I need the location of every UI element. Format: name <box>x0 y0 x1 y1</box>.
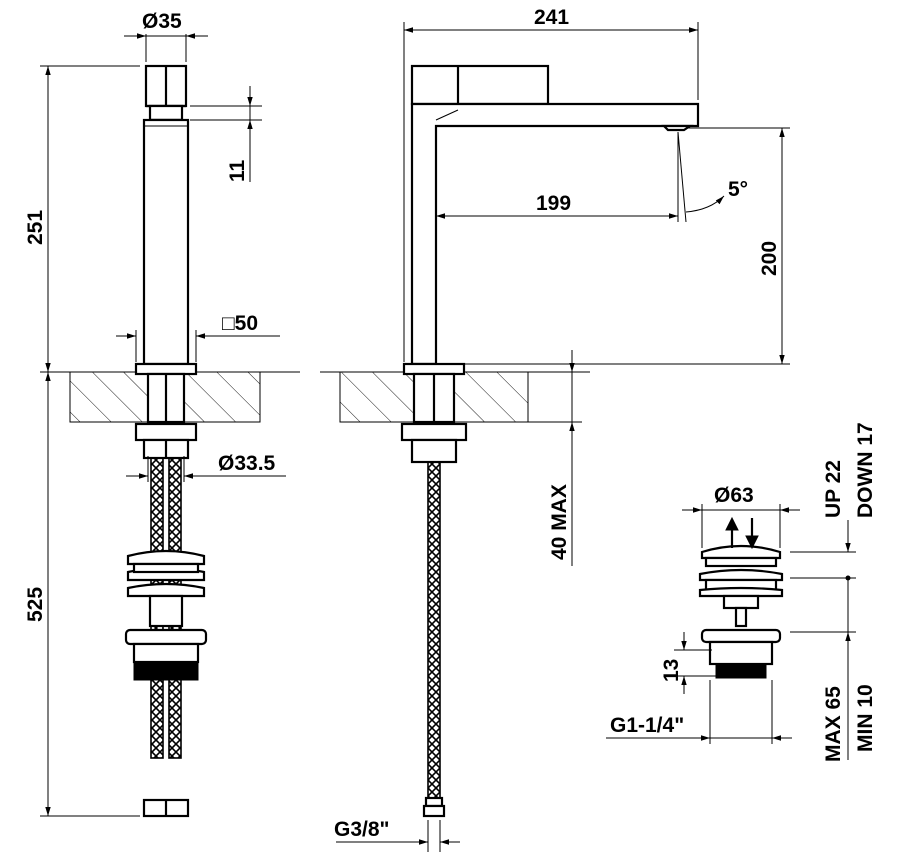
dim-g3-8: G3/8" <box>334 818 389 841</box>
dim-min10: MIN 10 <box>854 684 877 752</box>
dim-dia35: Ø35 <box>142 10 182 33</box>
dim-square50: □50 <box>222 312 258 335</box>
dim-13: 13 <box>660 659 683 682</box>
dim-dia63: Ø63 <box>714 484 754 507</box>
dim-241: 241 <box>534 6 569 29</box>
front-view: Ø35 251 11 □50 Ø33.5 525 <box>24 10 300 818</box>
dim-down17: DOWN 17 <box>854 422 877 518</box>
dim-40max: 40 MAX <box>548 484 571 560</box>
dim-11: 11 <box>226 159 249 182</box>
dim-525: 525 <box>24 587 47 622</box>
dim-251: 251 <box>24 210 47 245</box>
side-view: 241 199 5° 200 40 MAX G3/8" <box>320 6 790 852</box>
dim-angle5: 5° <box>728 178 748 201</box>
dim-199: 199 <box>536 192 571 215</box>
waste-valve-view: Ø63 UP 22 DOWN 17 MAX 65 MIN 10 13 G1-1/… <box>606 422 877 762</box>
dim-dia33-5: Ø33.5 <box>218 452 276 475</box>
dim-max65: MAX 65 <box>822 686 845 762</box>
dim-up22: UP 22 <box>822 460 845 518</box>
dim-g1-1-4: G1-1/4" <box>610 714 684 737</box>
dim-200: 200 <box>758 241 781 276</box>
